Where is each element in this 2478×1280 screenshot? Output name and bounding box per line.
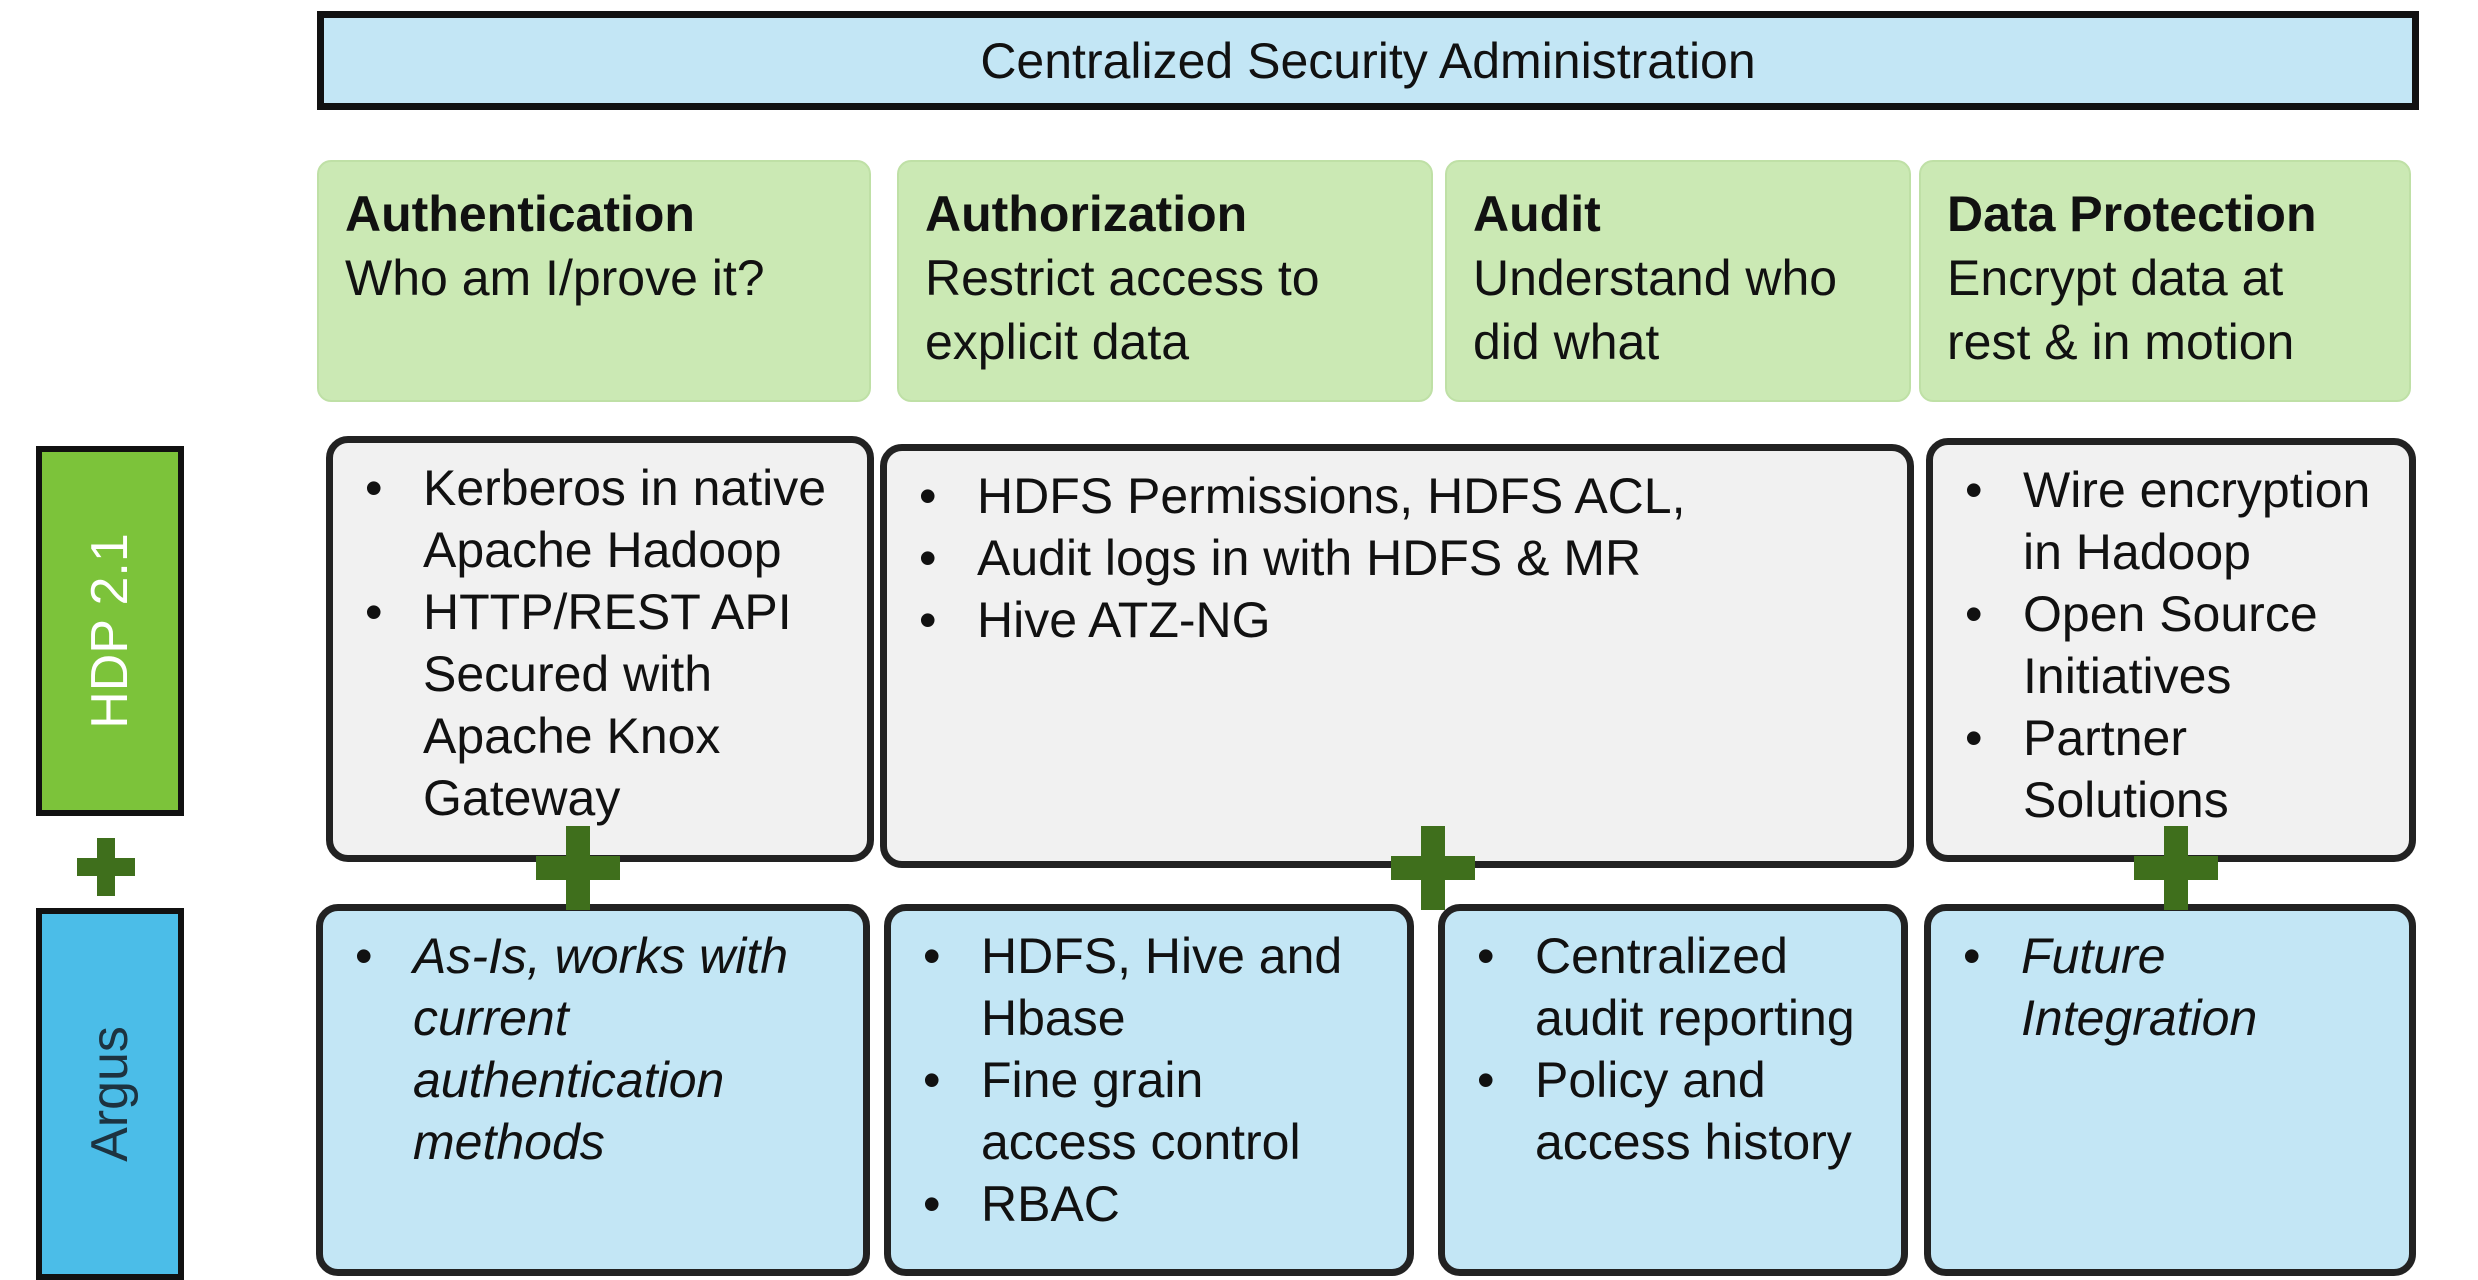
list-item: As-Is, works with current authentication… (347, 925, 839, 1173)
list-item: Open Source Initiatives (1957, 583, 2385, 707)
list-item: Centralized audit reporting (1469, 925, 1877, 1049)
list-item: Audit logs in with HDFS & MR (911, 527, 1883, 589)
category-data-protection: Data Protection Encrypt data at rest & i… (1919, 160, 2411, 402)
category-description: rest & in motion (1947, 314, 2295, 370)
hdp-row-label: HDP 2.1 (36, 446, 184, 816)
list-item: HDFS Permissions, HDFS ACL, (911, 465, 1883, 527)
banner-title: Centralized Security Administration (980, 32, 1756, 89)
category-title: Audit (1473, 186, 1601, 242)
category-audit: Audit Understand who did what (1445, 160, 1911, 402)
hdp-data-protection-box: Wire encryption in Hadoop Open Source In… (1926, 438, 2416, 862)
category-authentication: Authentication Who am I/prove it? (317, 160, 871, 402)
category-title: Authorization (925, 186, 1248, 242)
list-item: Fine grain access control (915, 1049, 1383, 1173)
argus-label-text: Argus (81, 1026, 139, 1162)
category-description: Understand who (1473, 250, 1838, 306)
category-title: Data Protection (1947, 186, 2317, 242)
argus-row-label: Argus (36, 908, 184, 1280)
list-item: Policy and access history (1469, 1049, 1877, 1173)
argus-authentication-box: As-Is, works with current authentication… (316, 904, 870, 1276)
list-item: Future Integration (1955, 925, 2385, 1049)
category-description: Who am I/prove it? (345, 250, 765, 306)
argus-audit-box: Centralized audit reporting Policy and a… (1438, 904, 1908, 1276)
plus-icon (77, 838, 135, 896)
list-item: Partner Solutions (1957, 707, 2385, 831)
category-authorization: Authorization Restrict access to explici… (897, 160, 1433, 402)
argus-authorization-box: HDFS, Hive and Hbase Fine grain access c… (884, 904, 1414, 1276)
argus-data-protection-box: Future Integration (1924, 904, 2416, 1276)
list-item: Hive ATZ-NG (911, 589, 1883, 651)
category-description: Restrict access to (925, 250, 1320, 306)
list-item: HDFS, Hive and Hbase (915, 925, 1383, 1049)
hdp-authorization-audit-box: HDFS Permissions, HDFS ACL, Audit logs i… (880, 444, 1914, 868)
category-description: explicit data (925, 314, 1190, 370)
category-description: Encrypt data at (1947, 250, 2284, 306)
hdp-label-text: HDP 2.1 (81, 533, 139, 729)
plus-icon (2134, 826, 2218, 910)
list-item: Kerberos in native Apache Hadoop (357, 457, 843, 581)
plus-icon (536, 826, 620, 910)
hdp-authentication-box: Kerberos in native Apache Hadoop HTTP/RE… (326, 436, 874, 862)
list-item: Wire encryption in Hadoop (1957, 459, 2385, 583)
category-description: did what (1473, 314, 1660, 370)
centralized-security-banner: Centralized Security Administration (317, 11, 2419, 110)
plus-icon (1391, 826, 1475, 910)
category-title: Authentication (345, 186, 695, 242)
list-item: RBAC (915, 1173, 1383, 1235)
list-item: HTTP/REST API Secured with Apache Knox G… (357, 581, 843, 829)
